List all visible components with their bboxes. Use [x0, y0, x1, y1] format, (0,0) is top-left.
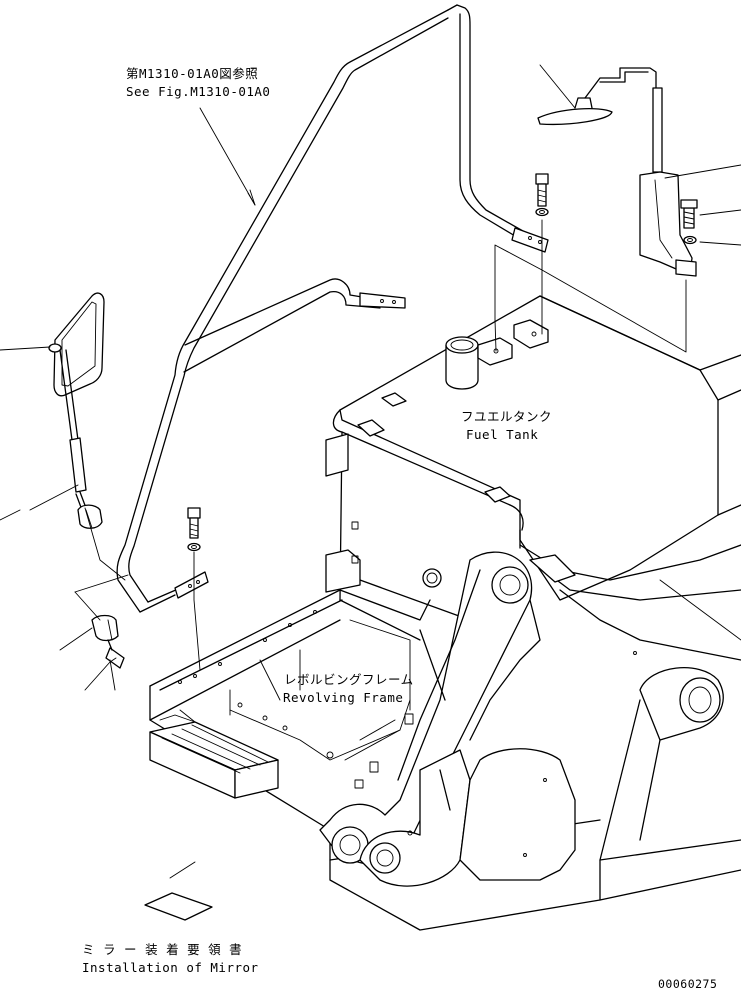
instruction-label-en: Installation of Mirror [82, 960, 259, 975]
revolving-frame-label-jp: レボルビングフレーム [284, 672, 414, 687]
drawing-number: 00060275 [658, 977, 718, 991]
reference-label-jp: 第M1310-01A0図参照 [126, 66, 259, 81]
revolving-frame-label-en: Revolving Frame [283, 690, 404, 705]
reference-label-en: See Fig.M1310-01A0 [126, 84, 271, 99]
step [149, 709, 279, 799]
fuel-tank-label-en: Fuel Tank [466, 427, 539, 442]
leader-lines [0, 64, 741, 879]
boom-bracket [319, 544, 741, 887]
handrail [116, 4, 549, 613]
hardware [187, 173, 549, 552]
fuel-tank [325, 295, 741, 641]
mirror-assembly [48, 292, 125, 669]
instruction-sheet [144, 892, 213, 921]
instruction-label-jp: ミ ラ ー 装 着 要 領 書 [82, 942, 243, 957]
fuel-tank-label-jp: フユエルタンク [461, 409, 553, 424]
lamp-assembly [537, 67, 698, 277]
